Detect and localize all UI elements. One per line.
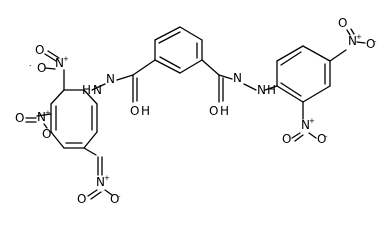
nitro-group-3: N + O O - [77, 174, 121, 206]
nitro-oxygen-charge: - [325, 133, 328, 141]
nitro-nitrogen-charge: + [309, 117, 315, 125]
molecule-drawing: N N H O H N N H O H N + O O - N + O O - … [15, 16, 377, 206]
hydroxyl-hydrogen-left: H [141, 104, 150, 118]
nitro-oxygen-charge: - [50, 128, 53, 136]
nitro-nitrogen: N [55, 56, 64, 70]
hydrogen-right: H [267, 83, 276, 97]
amine-nitrogen-right: N [257, 83, 266, 97]
nitro-oxygen-single: O [37, 61, 46, 75]
nitro-oxygen-charge: - [118, 193, 121, 201]
nitro-nitrogen-charge: + [356, 33, 362, 41]
nitro-oxygen-single: O [42, 127, 51, 141]
nitro-nitrogen: N [96, 175, 105, 189]
nitro-bonds-extra [25, 28, 366, 200]
hydroxyl-hydrogen-right: H [220, 104, 229, 118]
nitro-oxygen-double: O [282, 132, 291, 146]
nitro-group-4: N + O O - [338, 16, 377, 51]
nitro-oxygen-double: O [338, 16, 347, 30]
hydrogen-left: H [82, 83, 91, 97]
nitro-group-1: N + O O - [29, 43, 69, 75]
nitro-oxygen-single: O [110, 192, 119, 206]
nitro-oxygen-double: O [15, 111, 24, 125]
atom-labels: N N H O H N N H O H [82, 71, 276, 118]
amide-oxygen-right: O [209, 104, 218, 118]
amide-nitrogen-right: N [233, 71, 242, 85]
nitro-oxygen-single: O [317, 132, 326, 146]
nitro-oxygen-double: O [35, 43, 44, 57]
nitro-nitrogen: N [37, 110, 46, 124]
amide-oxygen-left: O [130, 104, 139, 118]
nitro-nitrogen-charge: + [63, 55, 69, 63]
nitro-oxygen-double: O [77, 192, 86, 206]
nitro-oxygen-charge: - [374, 38, 377, 46]
nitro-nitrogen-charge: + [104, 174, 110, 182]
nitro-oxygen-single: O [366, 37, 375, 51]
nitro-group-5: N + O O - [282, 117, 328, 146]
nitro-oxygen-charge: - [29, 62, 32, 70]
bond-lines [36, 26, 347, 176]
nitro-nitrogen-charge: + [45, 109, 51, 117]
nitro-nitrogen: N [348, 34, 357, 48]
nitro-group-2: N + O O - [15, 109, 53, 141]
amine-nitrogen-left: N [93, 83, 102, 97]
amide-nitrogen-left: N [106, 72, 115, 86]
nitro-nitrogen: N [301, 118, 310, 132]
